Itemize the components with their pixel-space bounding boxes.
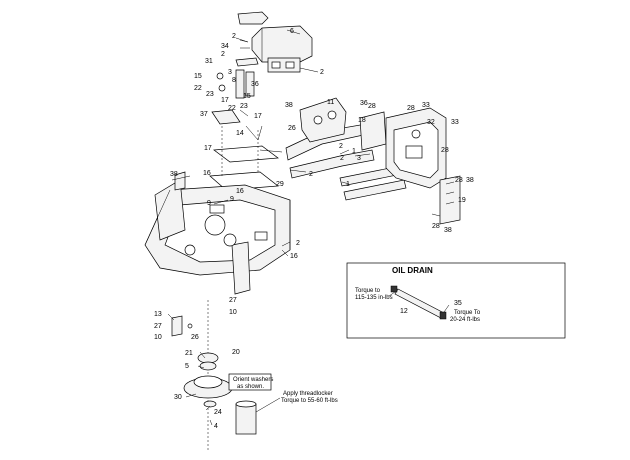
callout-16: 16 bbox=[290, 253, 298, 260]
callout-2: 2 bbox=[309, 171, 313, 178]
callout-30: 30 bbox=[174, 394, 182, 401]
callout-16: 16 bbox=[236, 188, 244, 195]
orient-note-line2: as shown. bbox=[237, 384, 264, 390]
oil-drain-title: OIL DRAIN bbox=[392, 266, 433, 275]
callout-2: 2 bbox=[296, 240, 300, 247]
callout-26: 26 bbox=[288, 125, 296, 132]
callout-16: 16 bbox=[203, 170, 211, 177]
callout-27: 27 bbox=[154, 323, 162, 330]
callout-13: 13 bbox=[154, 311, 162, 318]
callout-23: 23 bbox=[206, 91, 214, 98]
callout-37: 37 bbox=[200, 111, 208, 118]
callout-33: 33 bbox=[422, 102, 430, 109]
callout-15: 15 bbox=[243, 93, 251, 100]
callout-12: 12 bbox=[400, 308, 408, 315]
callout-17: 17 bbox=[254, 113, 262, 120]
callout-11: 11 bbox=[327, 99, 334, 106]
callout-28: 28 bbox=[455, 177, 463, 184]
callout-24: 24 bbox=[214, 409, 222, 416]
callout-27: 27 bbox=[229, 297, 237, 304]
callout-3: 3 bbox=[357, 155, 361, 162]
callout-28: 28 bbox=[432, 223, 440, 230]
muffler-bracket bbox=[216, 39, 259, 99]
oil-drain-panel: OIL DRAIN Torque to 115-135 in-lbs Torqu… bbox=[346, 262, 566, 339]
callout-26: 26 bbox=[191, 334, 199, 341]
callout-32: 32 bbox=[427, 119, 435, 126]
torque-left-line1: Torque to bbox=[355, 288, 381, 294]
callout-2: 2 bbox=[232, 33, 236, 40]
callout-17: 17 bbox=[221, 97, 229, 104]
callout-9: 9 bbox=[207, 200, 211, 207]
callout-28: 28 bbox=[441, 147, 449, 154]
callout-3: 3 bbox=[228, 69, 232, 76]
callout-38: 38 bbox=[444, 227, 452, 234]
callout-4: 4 bbox=[214, 423, 218, 430]
callout-33: 33 bbox=[451, 119, 459, 126]
callout-9: 9 bbox=[230, 196, 234, 203]
leader-lines bbox=[167, 29, 441, 426]
control-panel bbox=[385, 107, 461, 225]
callout-6: 6 bbox=[290, 28, 294, 35]
callout-18: 18 bbox=[358, 117, 366, 124]
callout-1: 1 bbox=[346, 181, 350, 188]
callout-15: 15 bbox=[194, 73, 202, 80]
callout-2: 2 bbox=[339, 143, 343, 150]
callout-10: 10 bbox=[229, 309, 237, 316]
callout-8: 8 bbox=[232, 77, 236, 84]
callout-36: 36 bbox=[360, 100, 368, 107]
callout-35: 35 bbox=[454, 300, 462, 307]
callout-20: 20 bbox=[232, 349, 240, 356]
callout-28: 28 bbox=[407, 105, 415, 112]
orient-note-line1: Orient washers bbox=[233, 377, 273, 383]
plates bbox=[209, 109, 279, 191]
frame bbox=[144, 171, 291, 295]
callout-2: 2 bbox=[221, 51, 225, 58]
callout-28: 28 bbox=[368, 103, 376, 110]
callout-22: 22 bbox=[228, 105, 236, 112]
callout-38: 38 bbox=[170, 171, 178, 178]
callout-38: 38 bbox=[285, 102, 293, 109]
callout-29: 29 bbox=[276, 181, 284, 188]
callout-19: 19 bbox=[458, 197, 466, 204]
threadlocker-note-line2: Torque to 55-60 ft-lbs bbox=[281, 398, 338, 404]
callout-2: 2 bbox=[320, 69, 324, 76]
torque-left-line2: 115-135 in-lbs bbox=[355, 295, 393, 301]
torque-right-line1: Torque To bbox=[454, 310, 481, 316]
callout-21: 21 bbox=[185, 350, 193, 357]
muffler bbox=[237, 11, 313, 73]
threadlocker-note-line1: Apply threadlocker bbox=[283, 391, 333, 397]
callout-23: 23 bbox=[240, 103, 248, 110]
callout-2: 2 bbox=[340, 155, 344, 162]
callout-31: 31 bbox=[205, 58, 213, 65]
callout-10: 10 bbox=[154, 334, 162, 341]
callout-38: 38 bbox=[466, 177, 474, 184]
torque-right-line2: 20-24 ft-lbs bbox=[450, 317, 480, 323]
callout-34: 34 bbox=[221, 43, 229, 50]
brackets bbox=[285, 97, 407, 201]
callout-14: 14 bbox=[236, 130, 244, 137]
clutch-assembly: Orient washers as shown. Apply threadloc… bbox=[171, 300, 338, 450]
callout-36: 36 bbox=[251, 81, 259, 88]
callout-5: 5 bbox=[185, 363, 189, 370]
callout-17: 17 bbox=[204, 145, 212, 152]
callout-numbers: 6 2 34 2 31 3 8 15 2 22 23 36 15 17 22 2… bbox=[154, 28, 474, 430]
callout-22: 22 bbox=[194, 85, 202, 92]
callout-1: 1 bbox=[352, 148, 356, 155]
